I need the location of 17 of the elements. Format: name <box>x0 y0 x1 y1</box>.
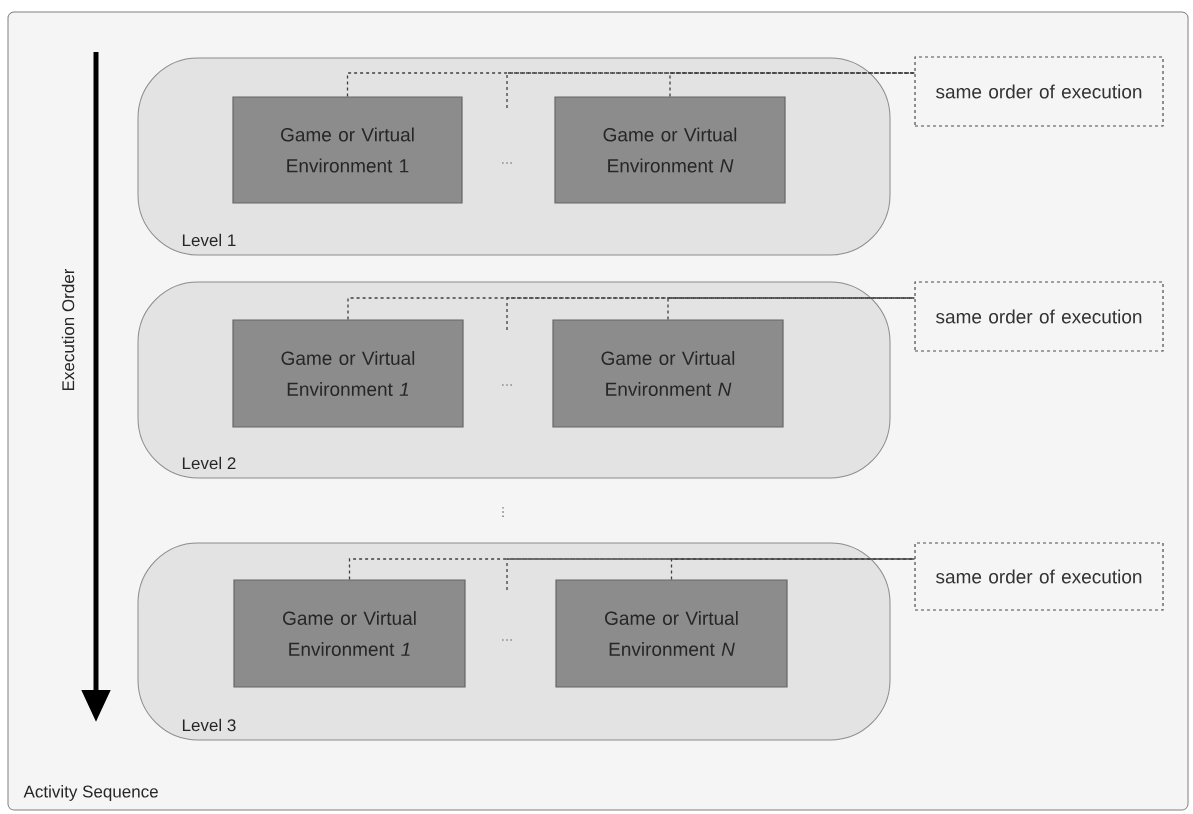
environment-box: Game or Virtual Environment N <box>554 96 786 204</box>
environment-box: Game or Virtual Environment N <box>552 319 784 428</box>
dashed-connector <box>348 558 916 581</box>
ellipsis: ... <box>502 507 504 517</box>
environment-box: Game or Virtual Environment 1 <box>232 96 463 204</box>
environment-box: Game or Virtual Environment N <box>555 579 788 688</box>
dashed-connector <box>667 297 916 321</box>
note-box: same order of execution <box>914 542 1164 611</box>
ellipsis: ... <box>502 639 512 641</box>
dashed-connector <box>669 72 916 98</box>
environment-box: Game or Virtual Environment 1 <box>232 319 464 428</box>
axis-label: Execution Order <box>61 268 75 391</box>
ellipsis: ... <box>502 162 512 164</box>
note-box: same order of execution <box>914 56 1164 127</box>
environment-box: Game or Virtual Environment 1 <box>233 579 466 688</box>
ellipsis: ... <box>502 384 512 386</box>
note-box: same order of execution <box>914 281 1164 352</box>
